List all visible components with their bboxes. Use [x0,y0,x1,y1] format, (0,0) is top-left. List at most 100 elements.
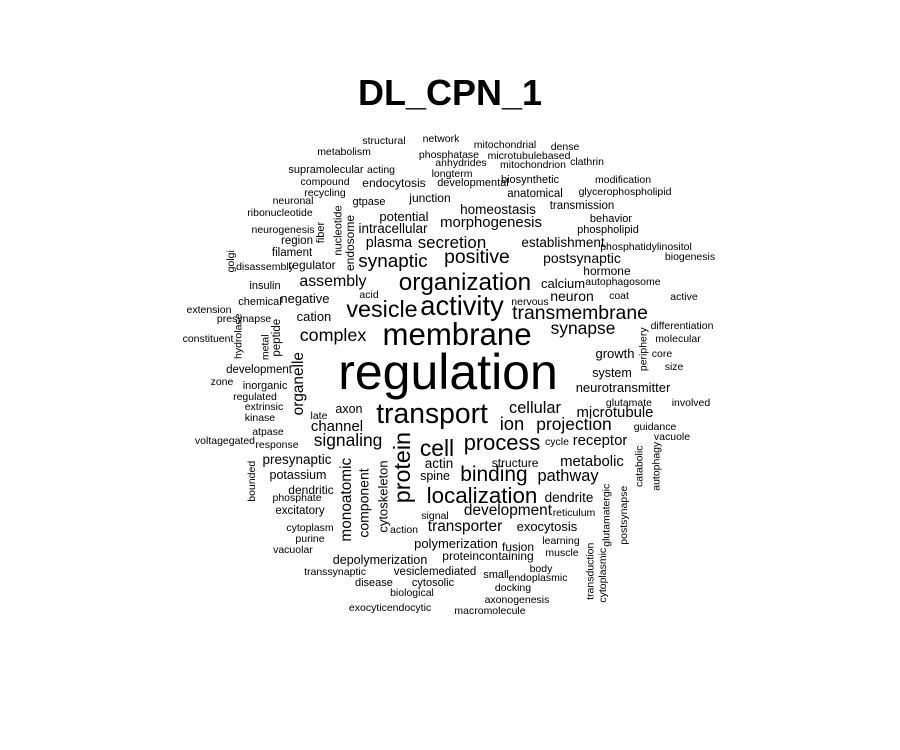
word-vesicle: vesicle [346,296,418,323]
word-body: body [529,562,553,575]
word-molecular: molecular [655,332,701,345]
word-compound: compound [300,175,350,188]
word-ion: ion [499,412,525,434]
word-developmental: developmental [437,176,509,189]
word-cellular: cellular [509,398,561,417]
word-neuronal: neuronal [272,194,314,207]
word-calcium: calcium [541,275,586,291]
word-excitatory: excitatory [275,505,325,518]
word-core: core [651,347,673,360]
word-secretion: secretion [417,232,487,252]
word-behavior: behavior [589,212,633,225]
word-exocyticendocytic: exocyticendocytic [348,601,432,614]
word-action: action [390,523,419,536]
word-development: development [226,364,292,377]
word-regulation: regulation [338,344,558,400]
word-ribonucleotide: ribonucleotide [247,206,313,219]
word-assembly: assembly [299,273,367,290]
word-membrane: membrane [382,317,532,353]
word-depolymerization: depolymerization [332,552,428,567]
word-active: active [670,290,698,303]
word-junction: junction [409,191,451,205]
word-nucleotide: nucleotide [332,204,345,256]
word-complex: complex [299,325,367,345]
word-network: network [422,132,460,145]
word-size: size [664,360,684,373]
word-glutamate: glutamate [605,396,653,409]
word-cytosolic: cytosolic [411,576,455,589]
word-microtubule: microtubule [576,404,654,421]
word-disease: disease [355,576,393,589]
word-response: response [255,438,299,451]
word-pathway: pathway [537,466,599,485]
word-extrinsic: extrinsic [244,400,284,413]
word-constituent: constituent [182,332,234,345]
word-peptide: peptide [271,319,284,357]
word-vacuole: vacuole [653,430,691,443]
word-gtpase: gtpase [352,195,386,208]
word-phosphatidylinositol: phosphatidylinositol [600,240,692,253]
word-dendrite: dendrite [544,490,594,506]
word-presynapse: presynapse [216,312,272,325]
word-biosynthetic: biosynthetic [501,173,560,186]
word-synapse: synapse [550,318,616,339]
word-reticulum: reticulum [552,506,596,519]
word-growth: growth [595,345,635,361]
word-golgi: golgi [224,249,237,273]
word-late: late [310,409,328,422]
word-nervous: nervous [511,295,549,308]
word-chemical: chemical [238,295,282,308]
word-neurogenesis: neurogenesis [251,223,315,236]
word-transport: transport [376,396,488,429]
word-axonogenesis: axonogenesis [484,593,550,606]
word-positive: positive [444,246,510,269]
word-transduction: transduction [584,542,597,600]
word-transmission: transmission [549,200,615,213]
word-metabolism: metabolism [317,145,371,158]
word-transmembrane: transmembrane [512,302,648,325]
word-kinase: kinase [244,411,276,424]
word-cytoskeleton: cytoskeleton [375,459,391,533]
word-disassembly: disassembly [236,260,294,273]
word-glycerophospholipid: glycerophospholipid [578,185,672,198]
word-microtubulebased: microtubulebased [487,149,571,162]
word-insulin: insulin [249,279,281,292]
word-establishment: establishment [521,235,605,251]
word-presynaptic: presynaptic [262,452,332,468]
word-binding: binding [460,462,528,486]
word-process: process [463,430,541,455]
word-supramolecular: supramolecular [288,163,364,176]
word-exocytosis: exocytosis [516,518,578,534]
word-dense: dense [550,140,580,153]
word-signaling: signaling [313,430,383,451]
word-endoplasmic: endoplasmic [508,571,568,584]
word-homeostasis: homeostasis [460,202,536,218]
word-intracellular: intracellular [358,221,428,237]
word-phosphate: phosphate [272,491,322,504]
word-potential: potential [379,208,429,224]
word-macromolecule: macromolecule [454,604,526,617]
word-acting: acting [367,163,396,176]
word-mitochondrial: mitochondrial [473,138,537,151]
word-dendritic: dendritic [288,483,334,497]
word-zone: zone [210,375,234,388]
word-localization: localization [426,482,538,508]
word-atpase: atpase [252,425,284,438]
figure-title: DL_CPN_1 [357,72,543,113]
word-neuron: neuron [550,288,594,304]
word-monoatomic: monoatomic [338,458,356,542]
word-potassium: potassium [269,467,327,482]
word-purine: purine [295,532,325,545]
word-longterm: longterm [431,167,473,180]
word-hydrolase: hydrolase [232,313,245,359]
word-axon: axon [335,401,363,416]
word-transporter: transporter [427,518,503,536]
word-organization: organization [398,268,532,296]
word-cytoplasmic: cytoplasmic [596,547,609,603]
word-cycle: cycle [545,435,569,448]
word-protein: protein [389,432,416,504]
word-differentiation: differentiation [650,319,714,332]
word-endosome: endosome [343,214,358,272]
word-autophagosome: autophagosome [585,275,661,288]
